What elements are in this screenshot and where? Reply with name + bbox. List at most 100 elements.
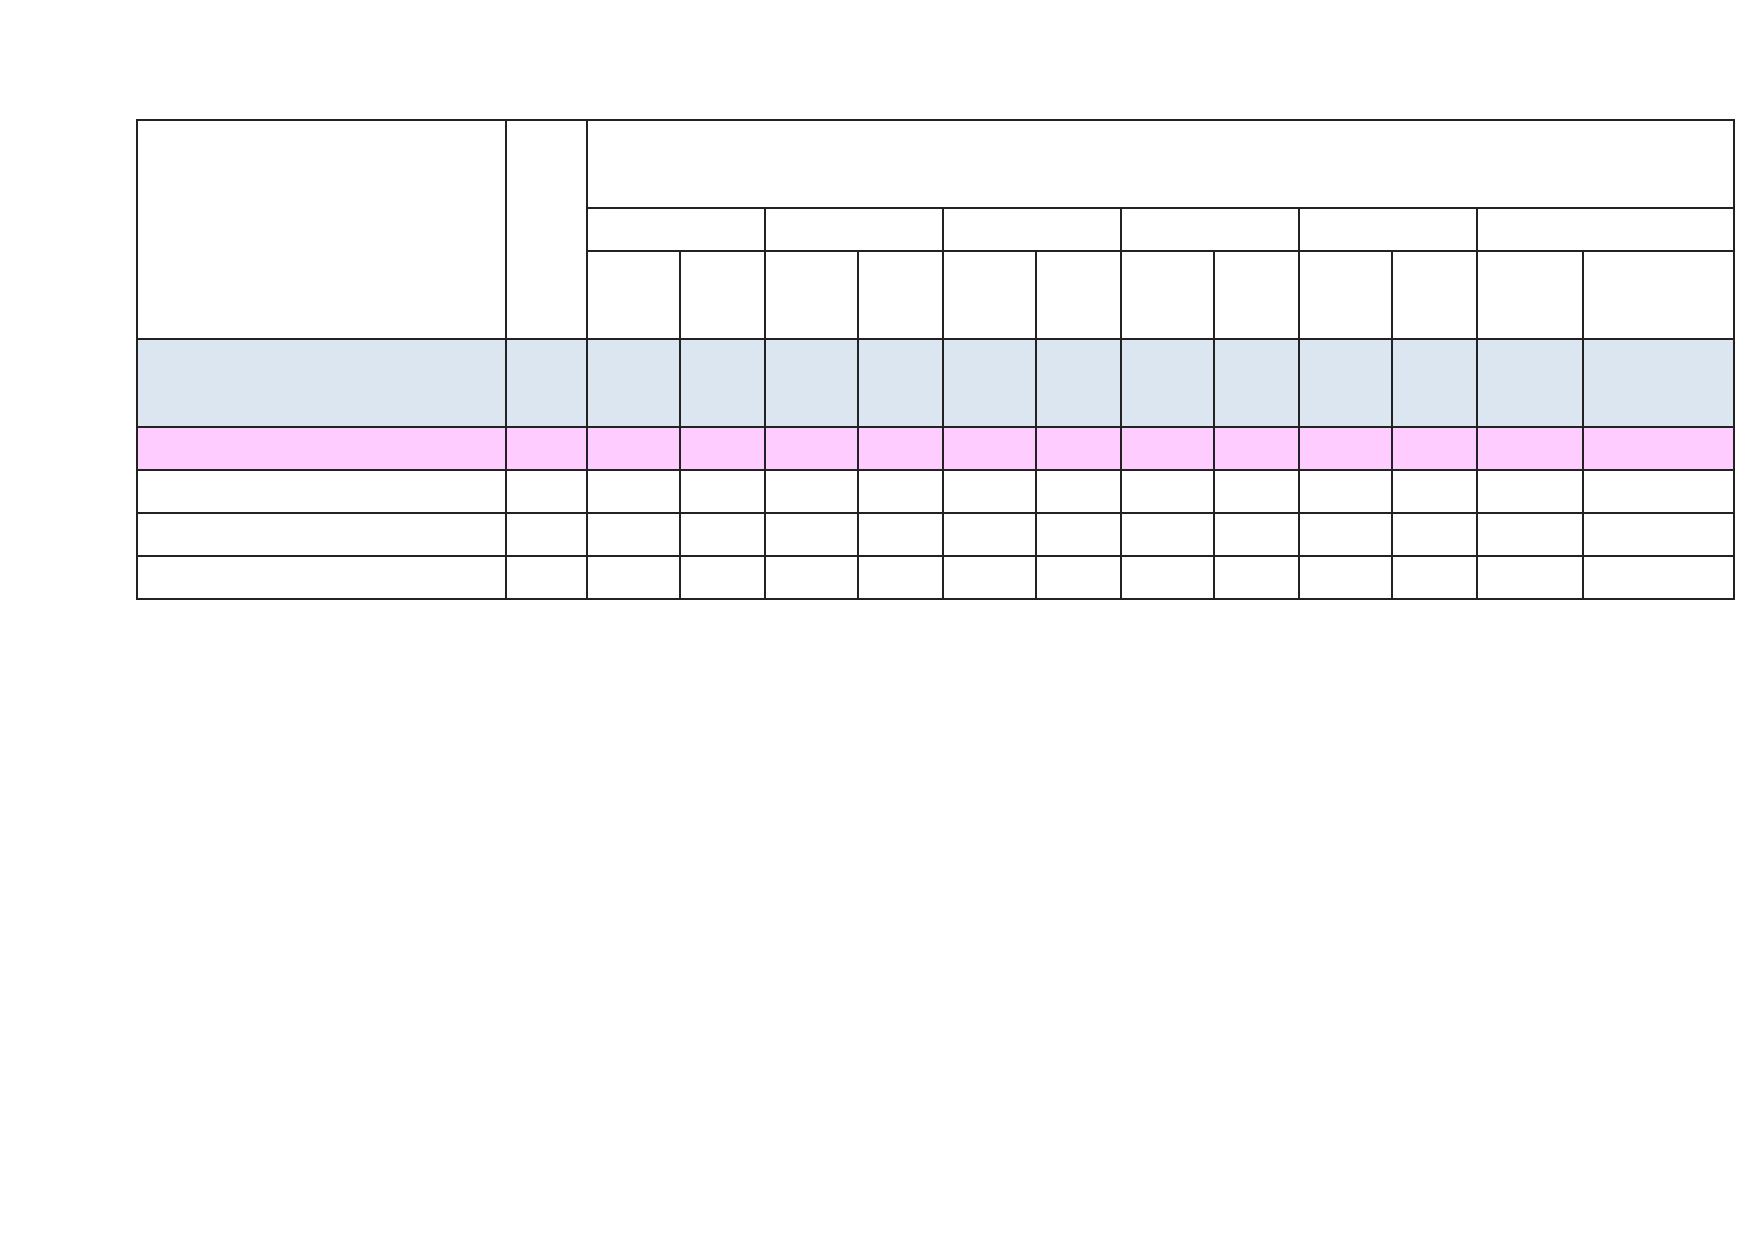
- row-value-cell: [1391, 512, 1478, 557]
- row-unit-cell: [505, 512, 588, 557]
- row-value-cell: [857, 469, 944, 514]
- header-row-top: [136, 119, 1735, 340]
- row-value-cell: [1476, 426, 1584, 471]
- row-value-cell: [1120, 512, 1215, 557]
- row-value-cell: [586, 338, 681, 428]
- row-value-cell: [1582, 469, 1735, 514]
- table-row: [136, 555, 1735, 600]
- row-value-cell: [1120, 555, 1215, 600]
- row-label-cell: [136, 512, 507, 557]
- row-value-cell: [857, 338, 944, 428]
- row-label-cell: [136, 555, 507, 600]
- row-value-cell: [1391, 338, 1478, 428]
- header-subcolumn-cell: [1391, 250, 1478, 340]
- header-subcolumn-cell: [1582, 250, 1735, 340]
- row-unit-cell: [505, 555, 588, 600]
- header-subcolumn-cell: [1035, 250, 1122, 340]
- header-subcolumn-cell: [1298, 250, 1393, 340]
- header-row-label-cell: [136, 119, 507, 340]
- header-subcolumn-cell: [764, 250, 859, 340]
- row-value-cell: [679, 426, 766, 471]
- row-unit-cell: [505, 426, 588, 471]
- row-value-cell: [857, 555, 944, 600]
- row-unit-cell: [505, 338, 588, 428]
- row-value-cell: [1476, 469, 1584, 514]
- row-unit-cell: [505, 469, 588, 514]
- row-value-cell: [1476, 512, 1584, 557]
- table-row: [136, 338, 1735, 428]
- row-value-cell: [1213, 338, 1300, 428]
- row-value-cell: [942, 512, 1037, 557]
- header-subcolumn-cell: [679, 250, 766, 340]
- row-value-cell: [857, 512, 944, 557]
- row-value-cell: [679, 338, 766, 428]
- row-value-cell: [942, 426, 1037, 471]
- row-value-cell: [1582, 426, 1735, 471]
- row-value-cell: [1298, 555, 1393, 600]
- row-value-cell: [1120, 426, 1215, 471]
- row-label-cell: [136, 426, 507, 471]
- row-value-cell: [679, 469, 766, 514]
- row-value-cell: [942, 338, 1037, 428]
- row-value-cell: [679, 555, 766, 600]
- data-table: [136, 119, 1735, 600]
- row-value-cell: [1582, 338, 1735, 428]
- row-value-cell: [857, 426, 944, 471]
- row-value-cell: [1035, 426, 1122, 471]
- row-value-cell: [1298, 338, 1393, 428]
- row-value-cell: [1582, 512, 1735, 557]
- row-value-cell: [764, 338, 859, 428]
- row-value-cell: [1298, 426, 1393, 471]
- row-value-cell: [1213, 469, 1300, 514]
- header-group-cell: [764, 207, 944, 252]
- table-row: [136, 512, 1735, 557]
- header-unit-cell: [505, 119, 588, 340]
- header-group-cell: [1120, 207, 1300, 252]
- table-row: [136, 426, 1735, 471]
- row-value-cell: [1035, 555, 1122, 600]
- row-value-cell: [764, 512, 859, 557]
- row-value-cell: [1298, 469, 1393, 514]
- row-value-cell: [586, 555, 681, 600]
- row-value-cell: [586, 426, 681, 471]
- header-group-cell: [942, 207, 1122, 252]
- row-value-cell: [1213, 426, 1300, 471]
- row-value-cell: [1476, 338, 1584, 428]
- header-group-cell: [586, 207, 766, 252]
- row-value-cell: [764, 426, 859, 471]
- header-subcolumn-cell: [857, 250, 944, 340]
- row-value-cell: [1035, 338, 1122, 428]
- table-body: [136, 338, 1735, 600]
- row-value-cell: [679, 512, 766, 557]
- row-label-cell: [136, 338, 507, 428]
- row-value-cell: [1035, 512, 1122, 557]
- header-subcolumn-cell: [1213, 250, 1300, 340]
- row-value-cell: [764, 555, 859, 600]
- header-subcolumn-cell: [942, 250, 1037, 340]
- row-value-cell: [1120, 469, 1215, 514]
- header-group-cell: [1298, 207, 1478, 252]
- header-row-groups: [137, 207, 1735, 252]
- row-value-cell: [942, 555, 1037, 600]
- row-value-cell: [1476, 555, 1584, 600]
- row-value-cell: [1035, 469, 1122, 514]
- row-value-cell: [942, 469, 1037, 514]
- row-value-cell: [1213, 512, 1300, 557]
- row-value-cell: [1391, 469, 1478, 514]
- row-value-cell: [1582, 555, 1735, 600]
- header-main-cell: [586, 119, 1735, 209]
- header-subcolumn-cell: [1476, 250, 1584, 340]
- row-value-cell: [1298, 512, 1393, 557]
- row-value-cell: [1213, 555, 1300, 600]
- row-value-cell: [1120, 338, 1215, 428]
- header-group-cell: [1476, 207, 1735, 252]
- row-value-cell: [764, 469, 859, 514]
- table-row: [136, 469, 1735, 514]
- row-value-cell: [586, 469, 681, 514]
- row-label-cell: [136, 469, 507, 514]
- row-value-cell: [586, 512, 681, 557]
- header-subcolumn-cell: [1120, 250, 1215, 340]
- header-row-subcolumns: [137, 250, 1735, 340]
- row-value-cell: [1391, 555, 1478, 600]
- header-subcolumn-cell: [586, 250, 681, 340]
